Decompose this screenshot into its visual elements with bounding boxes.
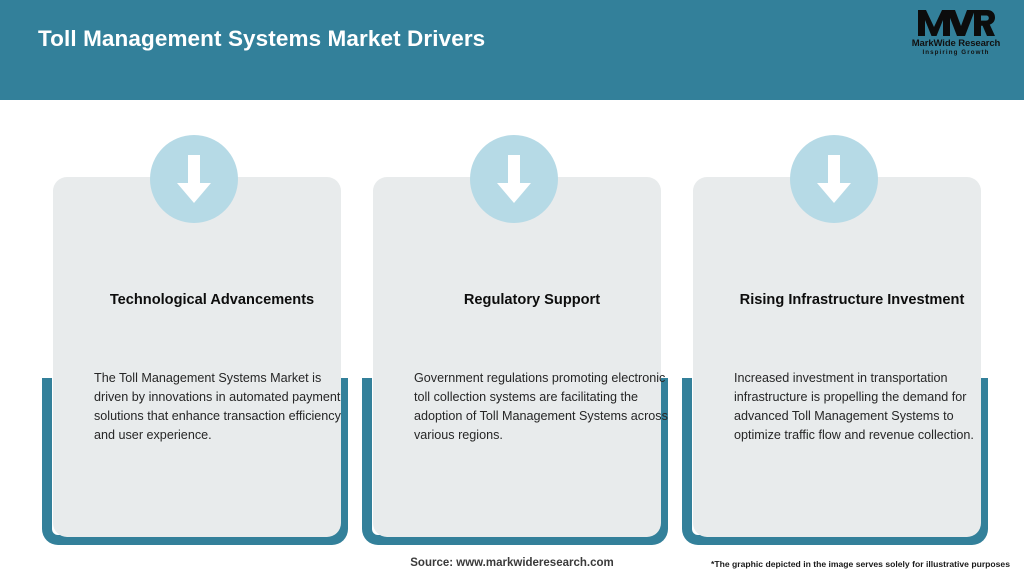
brand-logo: MarkWide Research Inspiring Growth xyxy=(904,8,1008,66)
card-panel: Technological Advancements The Toll Mana… xyxy=(53,177,341,537)
logo-tagline: Inspiring Growth xyxy=(922,48,990,56)
card-panel: Regulatory Support Government regulation… xyxy=(373,177,668,537)
card-teal-frame xyxy=(682,378,988,545)
card-heading: Technological Advancements xyxy=(109,292,315,308)
card-body-text: Increased investment in transportation i… xyxy=(734,371,974,443)
driver-card: Regulatory Support Government regulation… xyxy=(358,135,668,547)
card-teal-frame xyxy=(362,378,668,545)
arrow-down-icon xyxy=(497,155,531,203)
driver-card: Technological Advancements The Toll Mana… xyxy=(38,135,348,547)
card-heading: Regulatory Support xyxy=(463,292,601,308)
arrow-down-icon xyxy=(177,155,211,203)
footer-source-text: Source: www.markwideresearch.com xyxy=(410,557,614,569)
driver-card: Rising Infrastructure Investment Increas… xyxy=(678,135,988,547)
footer-disclaimer-text: *The graphic depicted in the image serve… xyxy=(711,559,1010,569)
header-band: Toll Management Systems Market Drivers M… xyxy=(0,0,1024,100)
logo-company-name: MarkWide Research xyxy=(911,38,1001,49)
card-heading: Rising Infrastructure Investment xyxy=(739,292,965,308)
card-panel: Rising Infrastructure Investment Increas… xyxy=(693,177,981,537)
card-body-text: Government regulations promoting electro… xyxy=(414,371,668,443)
page-title: Toll Management Systems Market Drivers xyxy=(38,26,486,51)
mwr-monogram-icon xyxy=(918,10,995,36)
card-teal-frame xyxy=(42,378,348,545)
card-icon-circle xyxy=(470,135,558,223)
card-body-text: The Toll Management Systems Market is dr… xyxy=(94,371,341,443)
arrow-down-icon xyxy=(817,155,851,203)
card-icon-circle xyxy=(150,135,238,223)
card-icon-circle xyxy=(790,135,878,223)
